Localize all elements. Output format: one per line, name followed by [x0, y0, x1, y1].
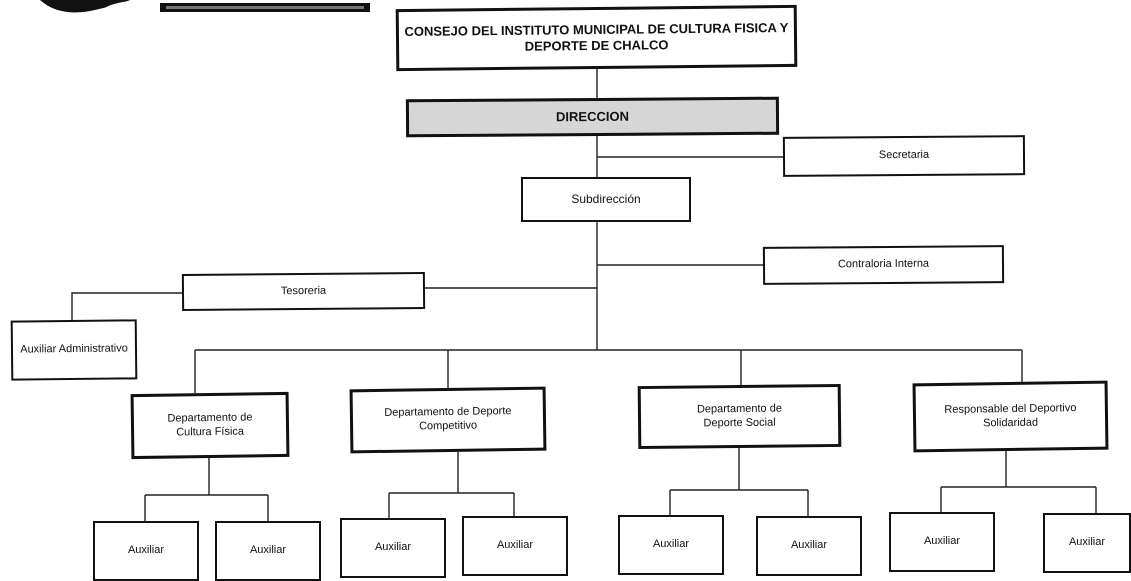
- department-label: Departamento de Cultura Física: [167, 411, 253, 438]
- auxiliar-box: Auxiliar: [756, 516, 862, 576]
- auxiliar-administrativo-label: Auxiliar Administrativo: [20, 342, 128, 356]
- connector-auxiliar-administrativo: [71, 292, 182, 320]
- auxiliar-box: Auxiliar: [340, 518, 446, 578]
- connector-aux-group-3: [669, 448, 809, 517]
- auxiliar-box: Auxiliar: [215, 521, 321, 581]
- direccion-box: DIRECCION: [405, 96, 780, 138]
- tesoreria-label: Tesoreria: [280, 284, 327, 297]
- auxiliar-administrativo-box: Auxiliar Administrativo: [10, 319, 138, 381]
- department-box-deporte-social: Departamento de Deporte Social: [637, 383, 842, 450]
- auxiliar-box: Auxiliar: [1043, 513, 1131, 573]
- connector-aux-group-4: [940, 451, 1097, 514]
- auxiliar-label: Auxiliar: [374, 541, 412, 554]
- auxiliar-label: Auxiliar: [249, 544, 287, 557]
- department-box-deportivo-solidaridad: Responsable del Deportivo Solidaridad: [912, 380, 1109, 453]
- consejo-box: CONSEJO DEL INSTITUTO MUNICIPAL DE CULTU…: [395, 4, 798, 72]
- department-label: Departamento de Deporte Social: [696, 402, 782, 429]
- secretaria-label: Secretaria: [878, 148, 930, 162]
- auxiliar-box: Auxiliar: [889, 512, 995, 572]
- auxiliar-box: Auxiliar: [462, 516, 568, 576]
- auxiliar-label: Auxiliar: [923, 535, 961, 548]
- subdireccion-box: Subdirección: [521, 177, 691, 222]
- secretaria-box: Secretaria: [782, 135, 1026, 177]
- consejo-label: CONSEJO DEL INSTITUTO MUNICIPAL DE CULTU…: [404, 19, 789, 54]
- auxiliar-label: Auxiliar: [652, 538, 690, 551]
- connector-aux-group-2: [388, 452, 515, 519]
- subdireccion-label: Subdirección: [571, 192, 641, 206]
- auxiliar-label: Auxiliar: [1068, 536, 1106, 549]
- auxiliar-box: Auxiliar: [93, 521, 199, 581]
- department-box-cultura-fisica: Departamento de Cultura Física: [130, 391, 290, 460]
- direccion-label: DIRECCION: [555, 108, 630, 125]
- auxiliar-label: Auxiliar: [790, 539, 828, 552]
- auxiliar-label: Auxiliar: [496, 539, 534, 552]
- logo-banner: [0, 0, 380, 16]
- tesoreria-box: Tesoreria: [181, 271, 426, 312]
- contraloria-box: Contraloria Interna: [762, 245, 1005, 285]
- contraloria-label: Contraloria Interna: [837, 257, 930, 271]
- connector-aux-group-1: [144, 458, 269, 522]
- department-label: Responsable del Deportivo Solidaridad: [944, 401, 1077, 429]
- auxiliar-label: Auxiliar: [127, 544, 165, 557]
- auxiliar-box: Auxiliar: [618, 515, 724, 575]
- department-box-deporte-competitivo: Departamento de Deporte Competitivo: [349, 386, 547, 454]
- department-label: Departamento de Deporte Competitivo: [384, 405, 512, 433]
